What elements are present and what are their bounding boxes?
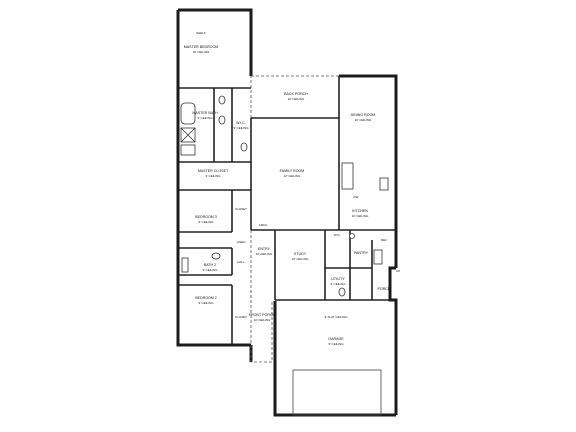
label-up: UP: [396, 269, 400, 273]
label-flat-ceiling: 9' FLAT CEILING: [325, 315, 349, 319]
label-bedroom-2: BEDROOM 2: [195, 296, 217, 300]
label-shelf: SHELF: [196, 31, 206, 35]
svg-text:9' CEILING: 9' CEILING: [197, 116, 213, 120]
room-labels: MASTER BEDROOM 10' CEILING MASTER BATH 9…: [184, 45, 391, 346]
svg-text:9' CEILING: 9' CEILING: [202, 268, 218, 272]
svg-text:10' CEILING: 10' CEILING: [254, 318, 271, 322]
label-master-closet: MASTER CLOSET: [198, 169, 229, 173]
label-bedroom-3: BEDROOM 3: [195, 215, 217, 219]
svg-text:12' CEILING: 12' CEILING: [284, 174, 301, 178]
label-utility: UTILITY: [331, 277, 345, 281]
svg-text:9' CEILING: 9' CEILING: [330, 282, 346, 286]
svg-text:9' CEILING: 9' CEILING: [233, 126, 249, 130]
label-front-porch: FRONT PORCH: [249, 313, 276, 317]
label-pantry: PANTRY: [354, 251, 369, 255]
label-closet-bed3: CLOSET: [235, 207, 247, 211]
label-arch: ARCH: [259, 223, 268, 227]
label-ref: REF: [381, 238, 387, 242]
porch-outlines: [250, 75, 339, 363]
label-master-bath: MASTER BATH: [192, 111, 218, 115]
label-linen: LINEN: [237, 240, 246, 244]
label-hall: HALL: [237, 260, 245, 264]
label-wh: W.H.: [334, 233, 341, 237]
svg-text:10' CEILING: 10' CEILING: [355, 118, 372, 122]
label-study: STUDY: [294, 252, 307, 256]
label-wic: W.I.C.: [236, 121, 246, 125]
svg-text:9' CEILING: 9' CEILING: [198, 301, 214, 305]
svg-text:9' CEILING: 9' CEILING: [328, 342, 344, 346]
svg-text:12' CEILING: 12' CEILING: [256, 252, 273, 256]
svg-text:10' CEILING: 10' CEILING: [193, 50, 210, 54]
fixtures: [180, 95, 389, 297]
label-bath-2: BATH 2: [204, 263, 216, 267]
label-porch: PORCH: [378, 287, 391, 291]
label-family-room: FAMILY ROOM: [280, 169, 305, 173]
label-master-bedroom: MASTER BEDROOM: [184, 45, 219, 49]
label-entry: ENTRY: [258, 247, 271, 251]
label-dw: DW: [354, 195, 359, 199]
label-back-porch: BACK PORCH: [284, 92, 308, 96]
interior-walls: [178, 76, 396, 345]
svg-text:10' CEILING: 10' CEILING: [352, 214, 369, 218]
svg-text:9' CEILING: 9' CEILING: [198, 220, 214, 224]
label-closet-bed2: CLOSET: [235, 315, 247, 319]
svg-text:10' CEILING: 10' CEILING: [292, 257, 309, 261]
garage-door: [292, 369, 382, 416]
label-garage: GARAGE: [328, 337, 344, 341]
label-kitchen: KITCHEN: [352, 209, 368, 213]
svg-text:10' CEILING: 10' CEILING: [288, 97, 305, 101]
label-dining-room: DINING ROOM: [351, 113, 376, 117]
svg-text:9' CEILING: 9' CEILING: [205, 174, 221, 178]
small-annotations: CLOSET CLOSET SHELF HALL LINEN W.H. REF …: [196, 31, 400, 319]
